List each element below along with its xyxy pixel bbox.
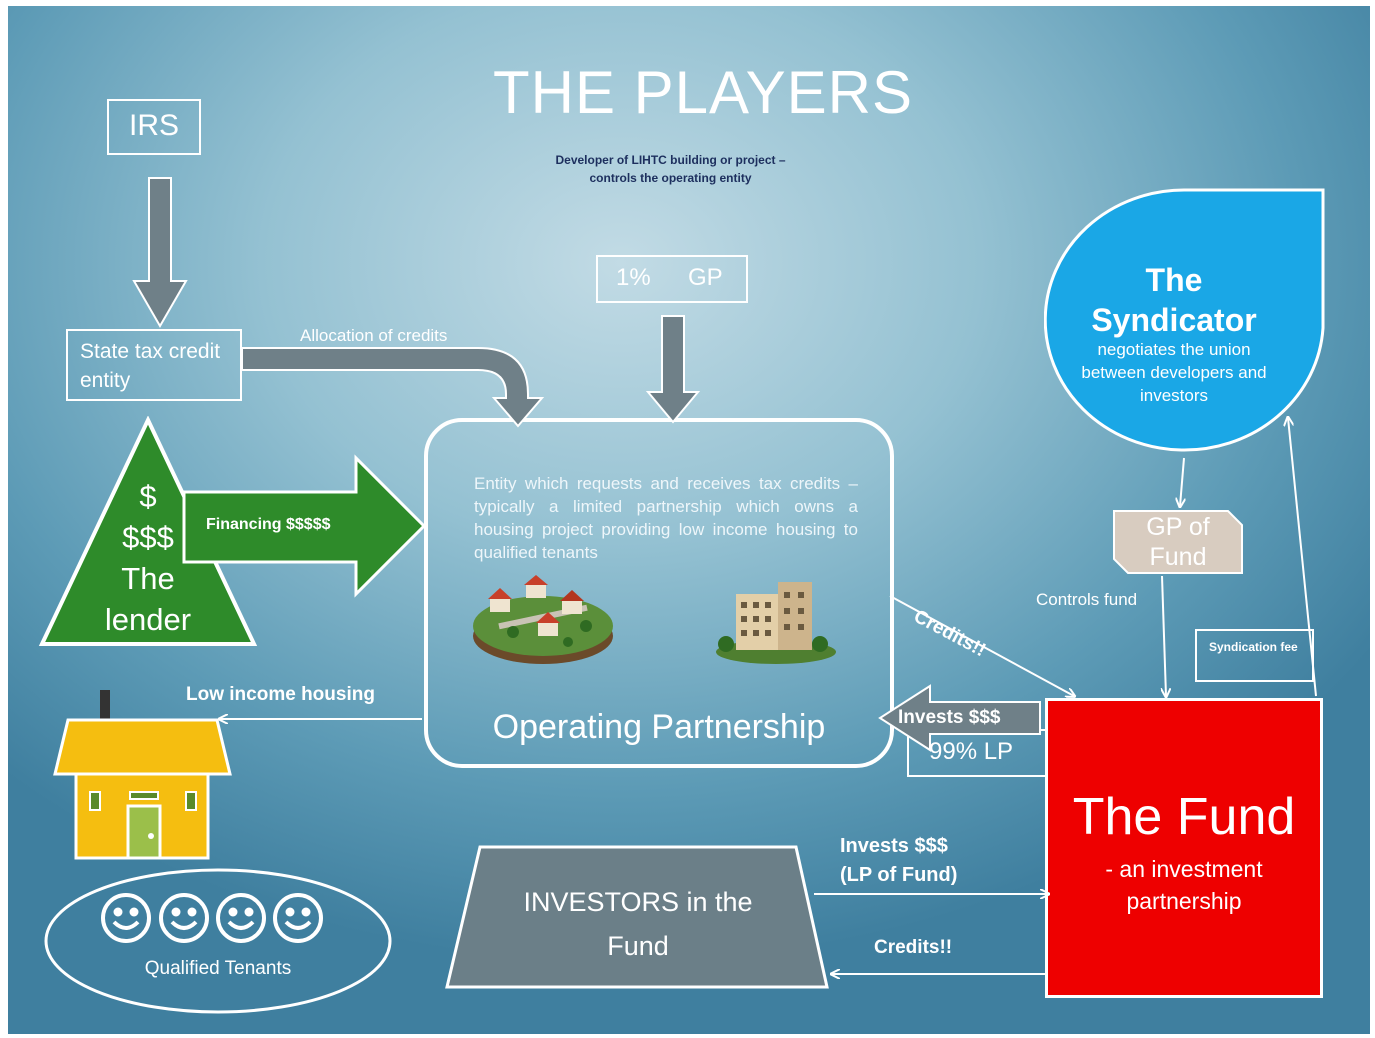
irs-box: IRS xyxy=(107,99,201,155)
the-fund-box: The Fund - an investment partnership xyxy=(1045,698,1323,998)
gp-to-fund-line xyxy=(1162,575,1166,696)
tenants-label: Qualified Tenants xyxy=(144,958,292,979)
house-icon xyxy=(53,690,232,860)
smiley-faces xyxy=(101,893,323,943)
apartment-building-icon xyxy=(716,582,836,664)
slide-title: THE PLAYERS xyxy=(492,59,913,126)
investors-shape xyxy=(445,845,829,989)
operating-partnership-title: Operating Partnership xyxy=(492,708,826,746)
gp-box: 1% GP xyxy=(596,255,748,303)
tenants-ellipse xyxy=(44,868,392,1014)
syndicator-shape xyxy=(1044,188,1325,452)
investors-line1: INVESTORS in the xyxy=(523,887,753,917)
controls-fund-label: Controls fund xyxy=(1036,590,1138,609)
connectors xyxy=(132,177,1317,1034)
smiley-face-icon xyxy=(273,893,323,943)
syndicator-description: negotiates the union between developers … xyxy=(1081,340,1267,405)
syndication-fee-label: Syndication fee xyxy=(1209,640,1298,654)
lender-line3: The xyxy=(121,561,175,596)
invests-lp-line1: Invests $$$ xyxy=(840,835,948,857)
fund-to-syndicator-line xyxy=(1288,418,1317,697)
syndicator-title: The Syndicator xyxy=(1044,260,1304,340)
allocation-label: Allocation of credits xyxy=(300,326,448,345)
lender-line4: lender xyxy=(104,602,192,637)
investors-label: INVESTORS in the Fund xyxy=(478,880,798,968)
irs-down-arrow xyxy=(132,177,188,328)
operating-partnership-description: Entity which requests and receives tax c… xyxy=(474,474,858,562)
gp-of-fund-label: GP of Fund xyxy=(1146,513,1210,571)
gp-label: GP xyxy=(688,264,723,291)
investors-line2: Fund xyxy=(607,931,669,961)
invests-op-label: Invests $$$ xyxy=(898,707,1001,728)
credits-inv-label: Credits!! xyxy=(874,937,953,958)
lender-label: $ $$$ The lender xyxy=(88,476,208,640)
smiley-face-icon xyxy=(159,893,209,943)
gp-of-fund-shape xyxy=(1113,510,1243,574)
slide: THE PLAYERS Developer of LIHTC building … xyxy=(8,6,1370,1034)
fund-title: The Fund xyxy=(1072,788,1296,846)
state-entity-label: State tax credit entity xyxy=(80,340,221,392)
financing-label: Financing $$$$$ xyxy=(206,516,331,533)
gp-percent: 1% xyxy=(616,264,651,291)
invests-op-arrow xyxy=(878,684,1041,752)
syndicator-title-line1: The xyxy=(1145,262,1203,298)
operating-partnership-box: Entity which requests and receives tax c… xyxy=(424,418,894,768)
syndicator-title-line2: Syndicator xyxy=(1091,302,1257,338)
invests-lp-line2: (LP of Fund) xyxy=(840,864,958,886)
fund-subtitle: - an investment partnership xyxy=(1105,856,1263,914)
lender-line2: $$$ xyxy=(122,520,174,555)
smiley-face-icon xyxy=(101,893,151,943)
developer-note: Developer of LIHTC building or project –… xyxy=(555,153,786,185)
syndication-fee-box: Syndication fee xyxy=(1195,629,1314,682)
syndicator-to-gp-line xyxy=(1180,457,1184,506)
allocation-arrow xyxy=(241,347,545,428)
credits-op-line xyxy=(889,595,1074,696)
invests-lp-label: Invests $$$ (LP of Fund) xyxy=(840,832,957,890)
village-icon xyxy=(473,575,613,664)
low-income-label: Low income housing xyxy=(186,684,375,705)
gp-down-arrow xyxy=(645,315,701,424)
irs-label: IRS xyxy=(128,109,179,142)
lender-line1: $ xyxy=(139,479,157,514)
financing-arrow xyxy=(182,454,427,598)
smiley-face-icon xyxy=(216,893,266,943)
lp-label: 99% LP xyxy=(929,738,1014,765)
